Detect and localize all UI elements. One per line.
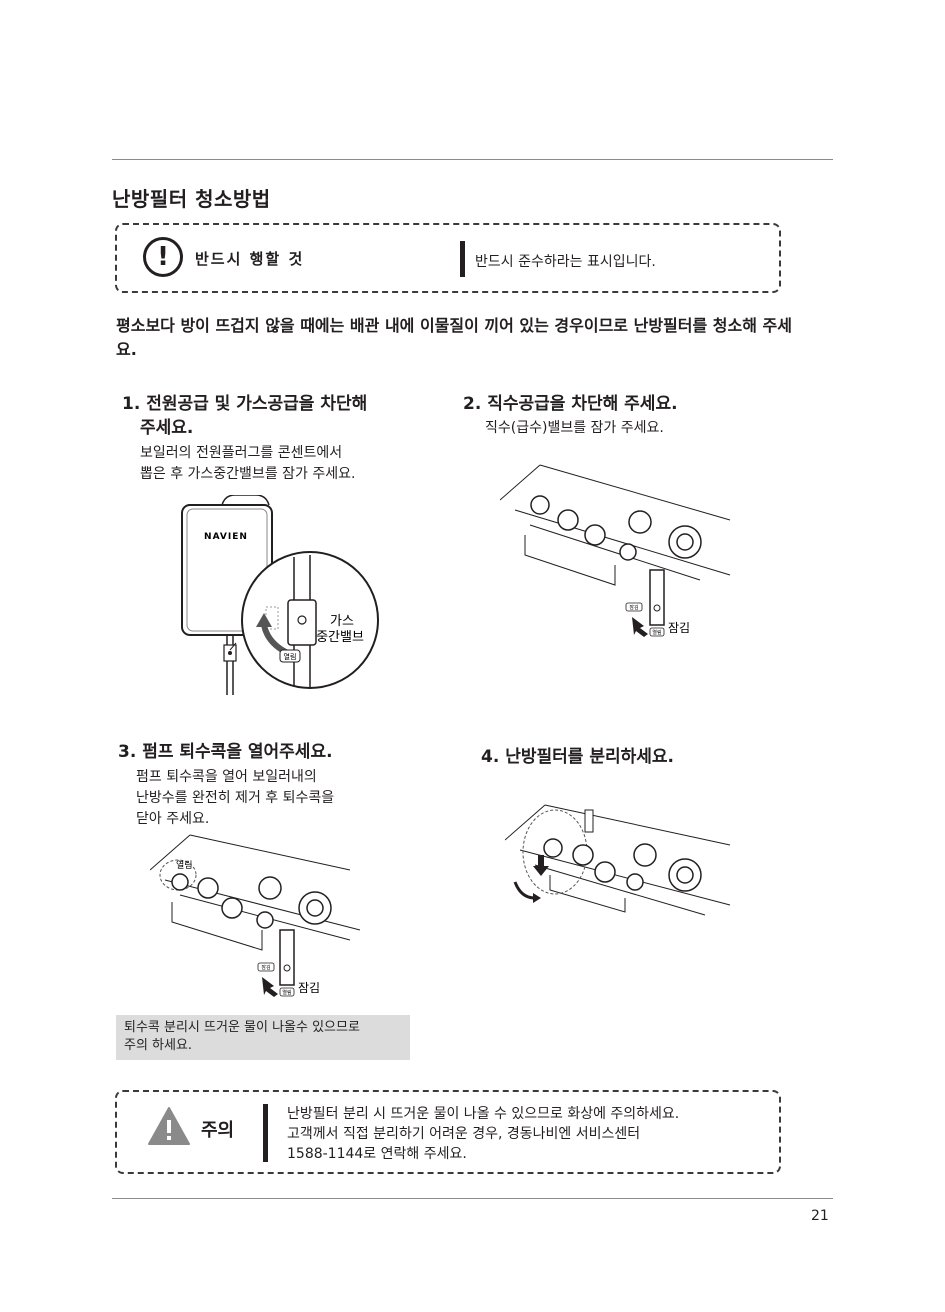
divider-bar <box>460 241 465 277</box>
step1-open-label: 열림 <box>284 653 297 661</box>
step3-body-line3: 닫아 주세요. <box>136 811 210 827</box>
step1-body-line1: 보일러의 전원플러그를 콘센트에서 <box>140 445 343 461</box>
step3-illustration: 열림 잠김 열림 잠김 <box>150 834 361 997</box>
caution-line1: 난방필터 분리 시 뜨거운 물이 나올 수 있으므로 화상에 주의하세요. <box>287 1106 680 1122</box>
caution-box: 주의 난방필터 분리 시 뜨거운 물이 나올 수 있으므로 화상에 주의하세요.… <box>115 1090 781 1174</box>
exclamation-circle-icon: ! <box>143 237 183 277</box>
step3-arrow-icon <box>262 977 278 997</box>
mandatory-label: 반드시 행할 것 <box>195 250 305 268</box>
step2-open-small: 열림 <box>652 629 661 636</box>
boiler-illustration: NAVIEN 열림 가스 중간밸브 <box>181 495 379 695</box>
mandatory-notice: ! 반드시 행할 것 반드시 준수하라는 표시입니다. <box>115 223 781 293</box>
caution-divider-bar <box>263 1104 268 1162</box>
drain-caution-note: 퇴수콕 분리시 뜨거운 물이 나올수 있으므로 주의 하세요. <box>116 1015 410 1060</box>
caution-label: 주의 <box>201 1120 235 1141</box>
step2-close-label: 잠김 <box>668 621 690 635</box>
caution-text: 난방필터 분리 시 뜨거운 물이 나올 수 있으므로 화상에 주의하세요. 고객… <box>287 1104 679 1164</box>
step4-illustration <box>505 804 731 916</box>
step2-title: 2. 직수공급을 차단해 주세요. <box>463 394 678 414</box>
step4-title: 4. 난방필터를 분리하세요. <box>481 747 674 767</box>
page-number: 21 <box>811 1208 829 1224</box>
bottom-rule <box>112 1198 833 1199</box>
step2-close-small: 잠김 <box>629 604 638 611</box>
rotate-arrow-icon <box>513 881 536 900</box>
top-rule <box>112 159 833 160</box>
drain-caution-line2: 주의 하세요. <box>124 1038 193 1053</box>
step3-close-label: 잠김 <box>298 981 320 995</box>
step3-open-small: 열림 <box>282 989 291 996</box>
step3-open-label: 열림 <box>176 859 193 871</box>
caution-line3: 1588-1144로 연락해 주세요. <box>287 1146 467 1162</box>
caution-line2: 고객께서 직접 분리하기 어려운 경우, 경동나비엔 서비스센터 <box>287 1126 641 1142</box>
step3-title: 3. 펌프 퇴수콕을 열어주세요. <box>118 742 333 762</box>
step3-body-line2: 난방수를 완전히 제거 후 퇴수콕을 <box>136 790 335 806</box>
down-arrow-icon <box>533 855 549 876</box>
valve-label-line1: 가스 <box>330 614 354 629</box>
warning-triangle-icon <box>148 1107 190 1145</box>
valve-label-line2: 중간밸브 <box>316 630 364 645</box>
section-title: 난방필터 청소방법 <box>112 187 271 211</box>
step1-title-line2: 주세요. <box>140 418 194 438</box>
step2-illustration: 잠김 열림 잠김 <box>500 464 731 637</box>
step1-title-line1: 1. 전원공급 및 가스공급을 차단해 <box>122 394 368 414</box>
step3-body-line1: 펌프 퇴수콕을 열어 보일러내의 <box>136 769 317 785</box>
intro-text: 평소보다 방이 뜨겁지 않을 때에는 배관 내에 이물질이 끼어 있는 경우이므… <box>116 316 792 359</box>
drain-caution-line1: 퇴수콕 분리시 뜨거운 물이 나올수 있으므로 <box>124 1020 360 1035</box>
brand-logo: NAVIEN <box>204 532 248 542</box>
mandatory-description: 반드시 준수하라는 표시입니다. <box>475 254 656 270</box>
step3-close-small: 잠김 <box>261 964 270 971</box>
step2-body-line1: 직수(급수)밸브를 잠가 주세요. <box>485 420 664 436</box>
step1-body-line2: 뽑은 후 가스중간밸브를 잠가 주세요. <box>140 466 356 482</box>
step2-arrow-icon <box>632 617 648 637</box>
